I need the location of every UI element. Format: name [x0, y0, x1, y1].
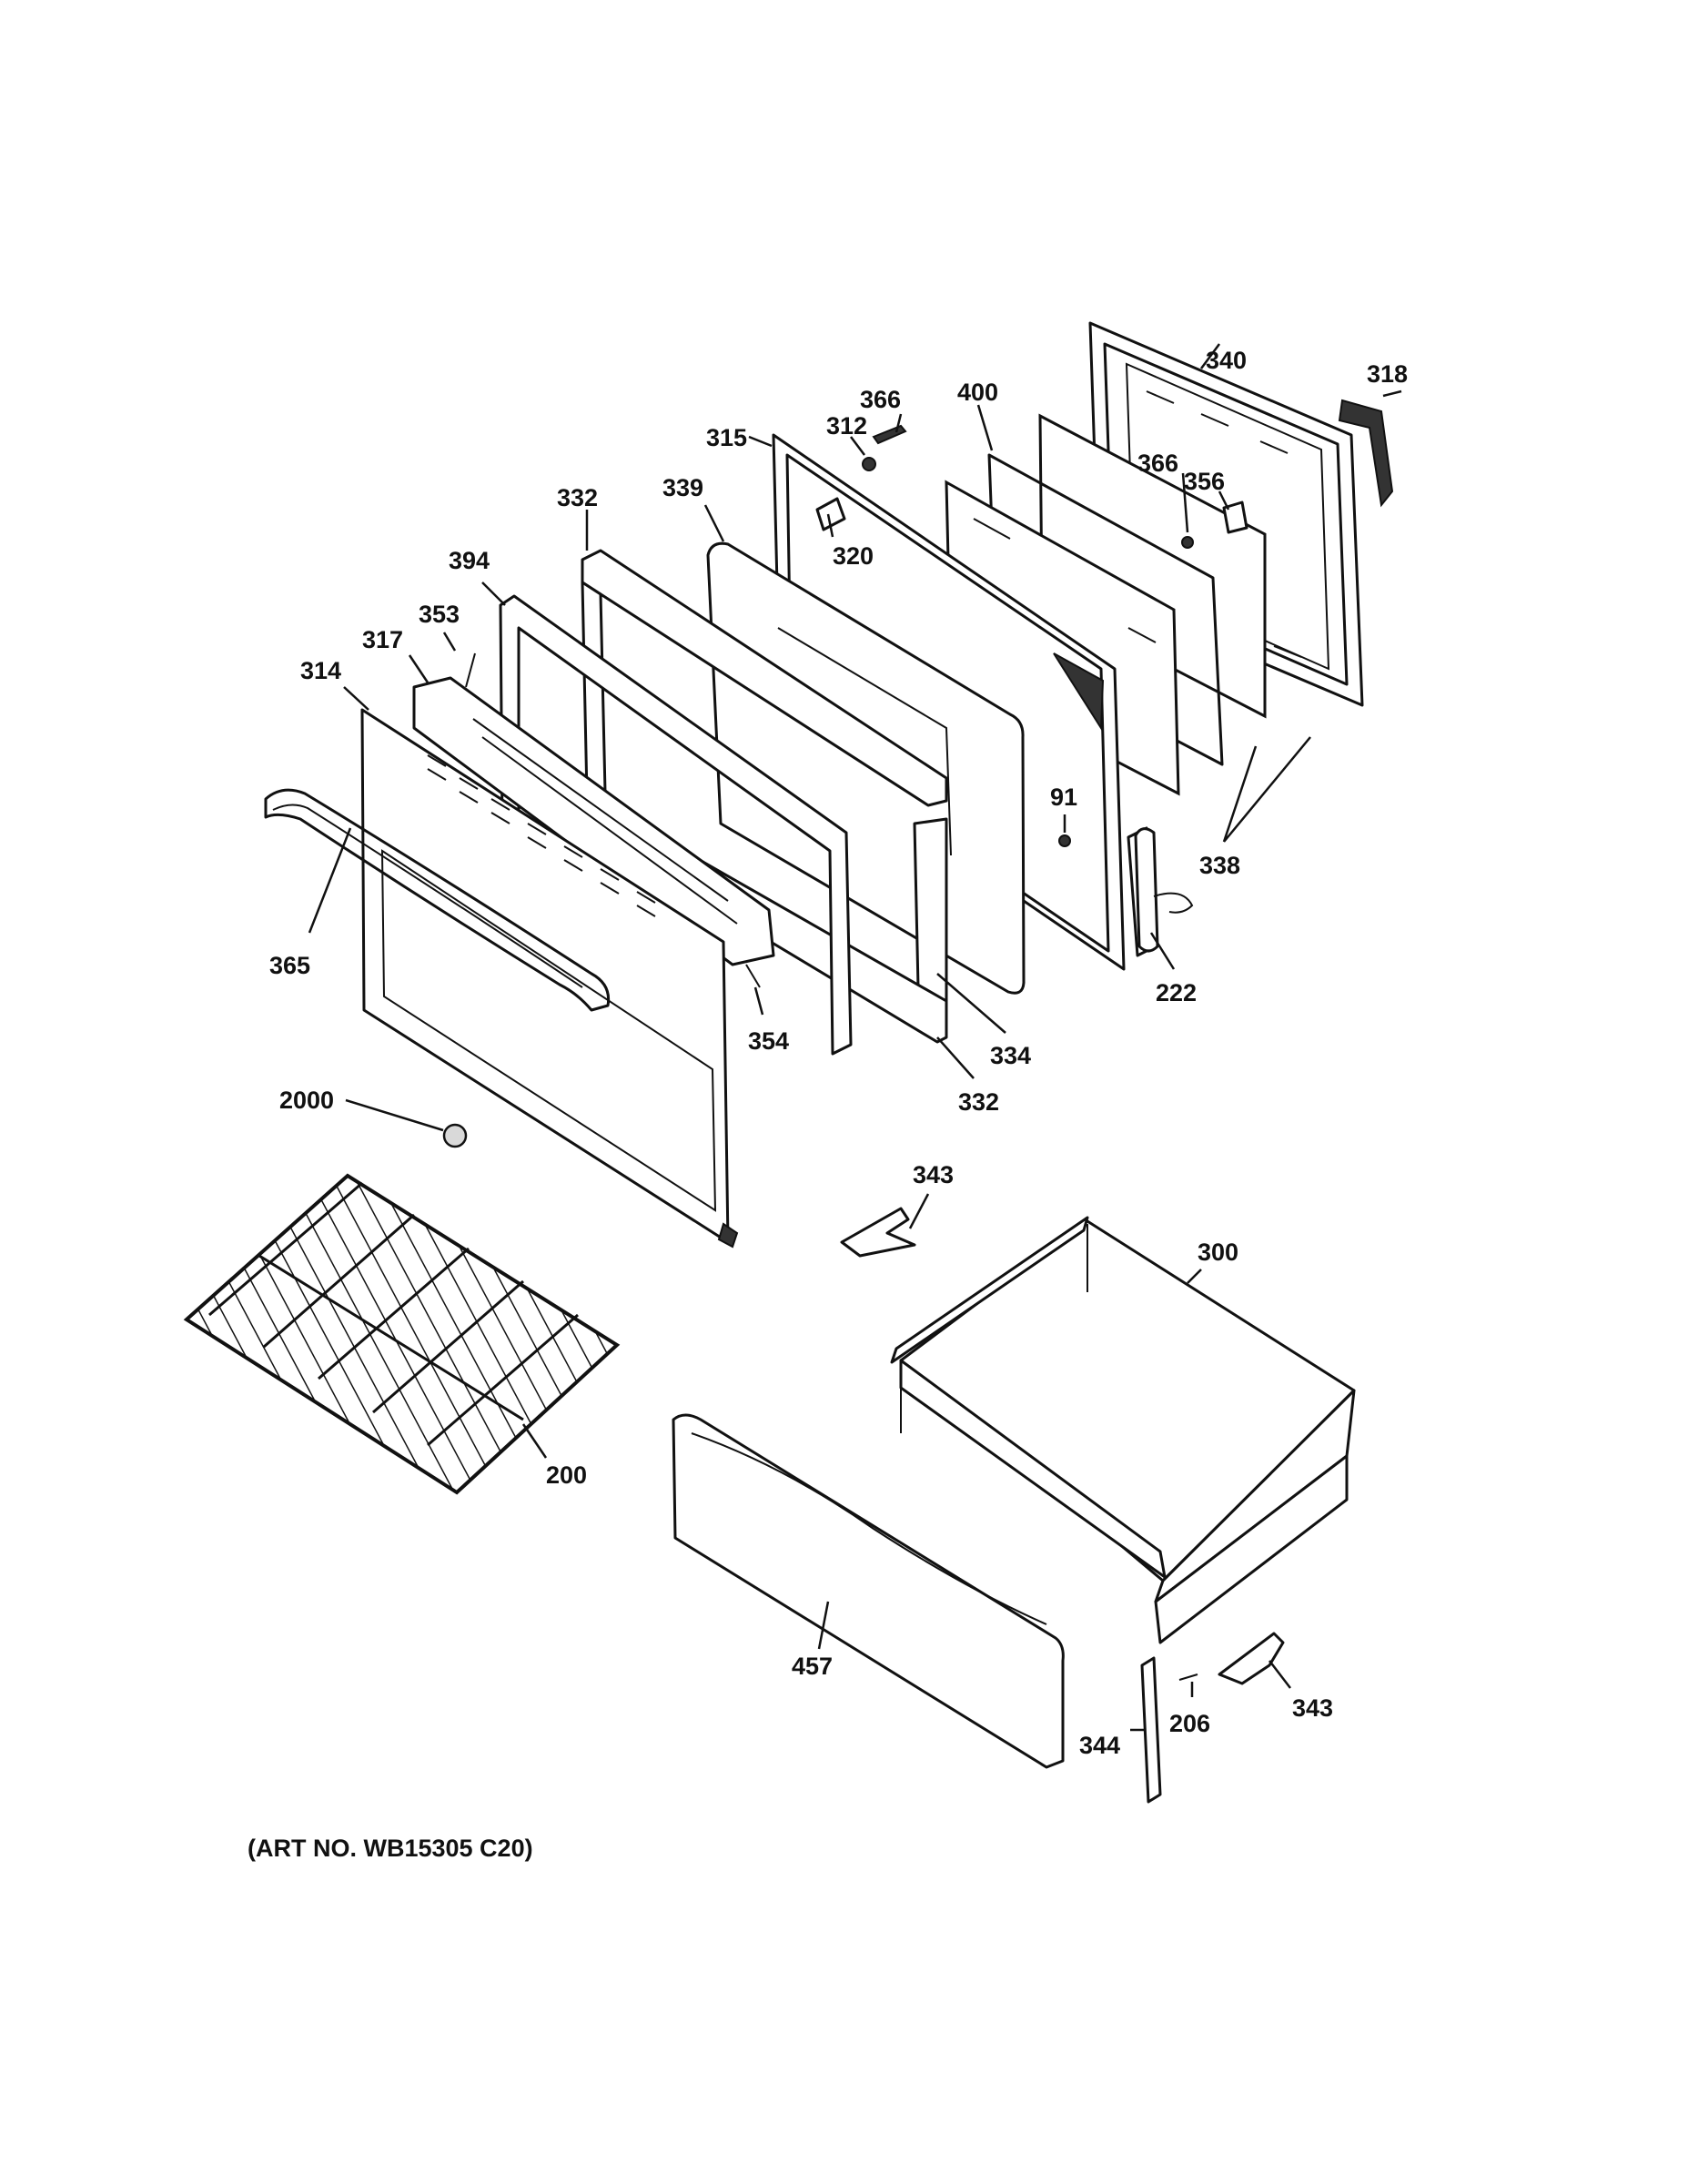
part-2000-grommet [442, 1123, 468, 1148]
fasteners [442, 424, 1248, 1148]
callout-344: 344 [1079, 1732, 1120, 1759]
callout-353: 353 [419, 601, 460, 628]
callout-338: 338 [1199, 852, 1240, 879]
callout-318: 318 [1367, 360, 1408, 388]
callout-356: 356 [1184, 468, 1225, 495]
callout-200: 200 [546, 1461, 587, 1489]
callout-354: 354 [748, 1027, 789, 1055]
callout-339: 339 [662, 474, 703, 501]
callouts: 340 318 400 366 312 315 366 356 332 339 … [269, 347, 1408, 1759]
callout-312: 312 [826, 412, 867, 440]
part-91-screw [1058, 834, 1071, 847]
callout-340: 340 [1206, 347, 1247, 374]
part-353-screw [465, 652, 476, 688]
callout-365: 365 [269, 952, 310, 979]
callout-400: 400 [957, 379, 998, 406]
callout-332-upper: 332 [557, 484, 598, 511]
callout-334: 334 [990, 1042, 1031, 1069]
part-356-bracket [1222, 500, 1248, 534]
callout-366-lower: 366 [1137, 450, 1178, 477]
part-300-drawer [890, 1216, 1356, 1644]
callout-320: 320 [833, 542, 874, 570]
callout-2000: 2000 [279, 1087, 334, 1114]
part-343-bracket-upper [840, 1207, 916, 1258]
part-457-drawer-front [672, 1413, 1065, 1769]
art-number-caption: (ART NO. WB15305 C20) [248, 1835, 533, 1862]
callout-394: 394 [449, 547, 490, 574]
part-222-hinge [1134, 827, 1194, 953]
part-312-washer [862, 457, 876, 471]
part-366-screw-lower [1181, 536, 1194, 549]
part-344-rail [1140, 1656, 1162, 1804]
callout-206: 206 [1169, 1710, 1210, 1737]
part-320-hinge-plate [815, 497, 846, 531]
callout-317: 317 [362, 626, 403, 653]
callout-315: 315 [706, 424, 747, 451]
part-366-screw-upper [872, 424, 907, 445]
part-365-handle [264, 788, 611, 1012]
part-206-screw [1178, 1673, 1198, 1681]
callout-366-upper: 366 [860, 386, 901, 413]
callout-343-lower: 343 [1292, 1694, 1333, 1722]
callout-222: 222 [1156, 979, 1197, 1006]
leader-lines [308, 343, 1402, 1732]
part-318-gasket [1338, 399, 1394, 508]
callout-343-upper: 343 [913, 1161, 954, 1188]
part-343-bracket-lower [1218, 1632, 1285, 1685]
part-354-screw [745, 964, 761, 988]
part-200-oven-rack [183, 1173, 621, 1495]
callout-314: 314 [300, 657, 341, 684]
callout-332-lower: 332 [958, 1088, 999, 1116]
callout-300: 300 [1198, 1239, 1238, 1266]
callout-457: 457 [792, 1653, 833, 1680]
part-317-vent-channel [412, 676, 775, 966]
callout-91: 91 [1050, 784, 1077, 811]
